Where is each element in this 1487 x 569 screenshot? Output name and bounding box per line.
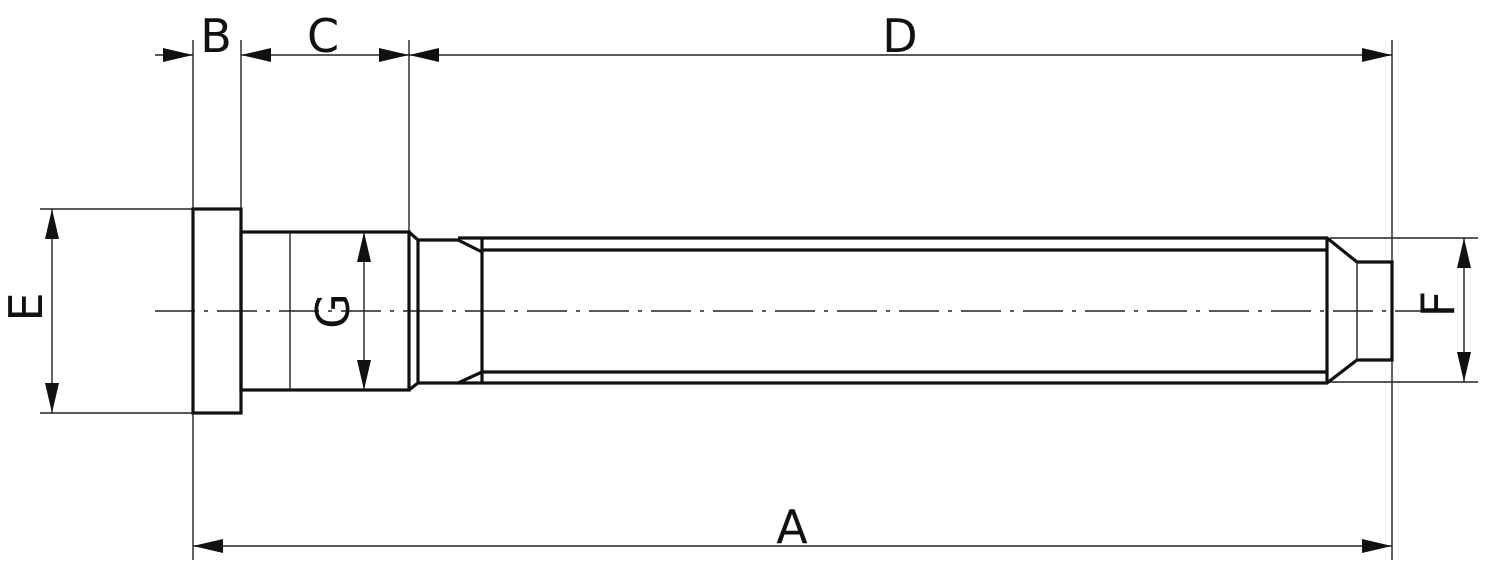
arrow-e-bottom: [45, 383, 59, 413]
label-b: B: [200, 9, 232, 63]
arrow-f-bottom: [1457, 352, 1471, 382]
arrow-g-top: [357, 232, 371, 262]
dimension-labels: B C D A E G F: [0, 9, 1465, 554]
arrow-g-bottom: [357, 360, 371, 390]
threaded-body-outer: [458, 236, 1394, 385]
arrow-c-right: [379, 48, 409, 62]
label-d: D: [882, 9, 917, 63]
label-e: E: [0, 292, 53, 321]
extension-lines: [40, 40, 1478, 560]
arrow-c-left: [241, 48, 271, 62]
stud-outline: [191, 207, 1394, 415]
label-c: C: [307, 9, 339, 63]
arrow-a-left: [193, 539, 223, 553]
arrow-f-top: [1457, 238, 1471, 268]
label-g: G: [306, 293, 360, 329]
arrow-b-left: [163, 48, 193, 62]
arrow-e-top: [45, 209, 59, 239]
arrow-d-right: [1362, 48, 1392, 62]
shoulder: [239, 230, 411, 392]
dimension-lines: [45, 48, 1471, 553]
arrow-a-right: [1362, 539, 1392, 553]
neck-taper: [407, 230, 483, 392]
label-a: A: [776, 500, 808, 554]
label-f: F: [1411, 291, 1465, 317]
arrow-d-left: [409, 48, 439, 62]
